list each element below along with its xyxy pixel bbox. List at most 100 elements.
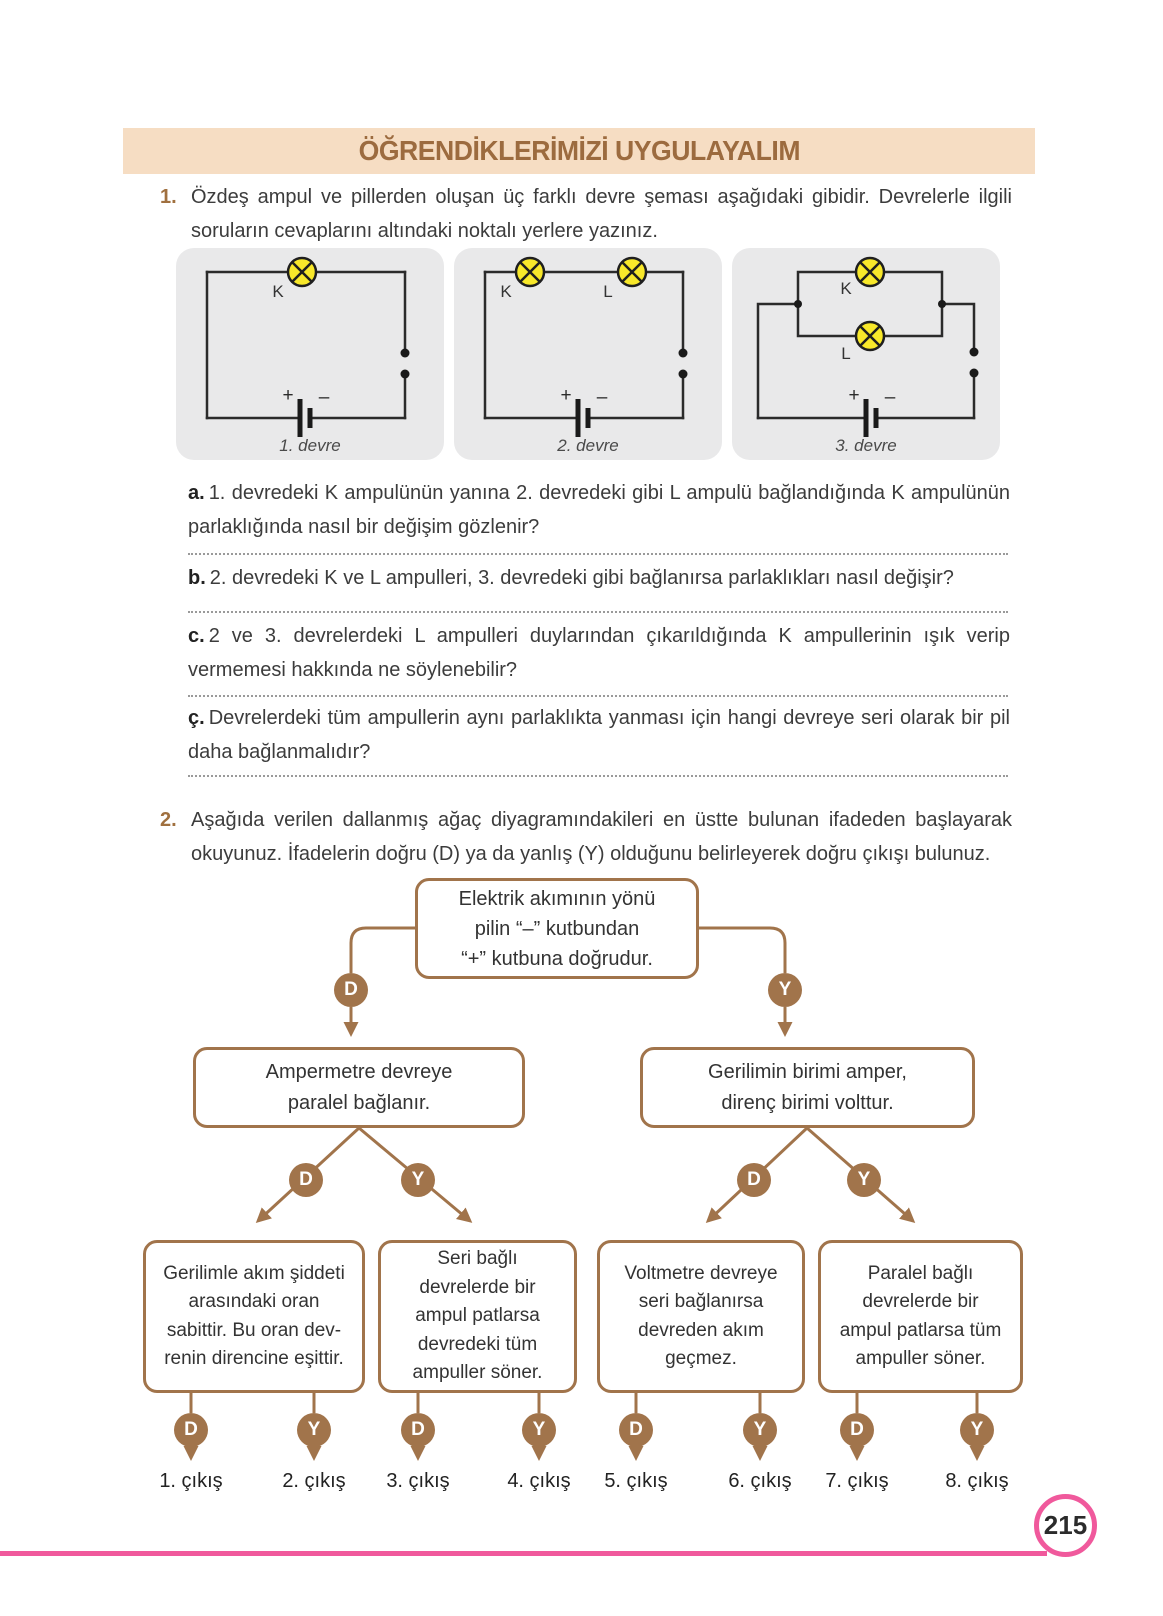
tree-leaf-line: ampul patlarsa tüm	[839, 1319, 1002, 1341]
tree-leaf-1: Gerilimle akım şiddeti arasındaki oran s…	[143, 1240, 365, 1393]
page-number: 215	[1043, 1510, 1088, 1540]
lamp-K-icon	[514, 256, 546, 288]
decision-node-y: Y	[522, 1413, 556, 1447]
circuit-3-diagram: + – K L	[756, 256, 979, 437]
tree-root-line: pilin “–” kutbundan	[474, 917, 640, 940]
exit-label-8: 8. çıkış	[945, 1470, 1009, 1492]
answer-line-c	[188, 695, 1008, 697]
tree-leaf-4: Paralel bağlı devrelerde bir ampul patla…	[818, 1240, 1023, 1393]
circuit-panel-3: + – K L 3. devre	[732, 248, 1000, 460]
switch-icon	[969, 347, 979, 378]
subquestion-c: c.2 ve 3. devrelerdeki L ampulleri duyla…	[188, 619, 1010, 687]
exit-label-3: 3. çıkış	[386, 1470, 450, 1492]
tree-leaf-line: Seri bağlı	[437, 1248, 518, 1270]
switch-icon	[400, 348, 410, 379]
tree-root-node: Elektrik akımının yönü pilin “–” kutbund…	[415, 878, 699, 979]
decision-node-d: D	[401, 1413, 435, 1447]
battery-minus-label: –	[885, 387, 896, 408]
circuit-1-diagram: + – K	[205, 256, 410, 437]
lamp-K-label: K	[840, 279, 852, 298]
tree-node-line: direnç birimi volttur.	[721, 1091, 894, 1114]
exit-label-1: 1. çıkış	[159, 1470, 223, 1492]
tree-node-gerilim: Gerilimin birimi amper, direnç birimi vo…	[640, 1047, 975, 1128]
decision-node-y: Y	[960, 1413, 994, 1447]
tree-leaf-line: devreden akım	[638, 1319, 764, 1341]
tree-node-line: paralel bağlanır.	[287, 1091, 431, 1114]
battery-icon: + –	[848, 385, 896, 437]
exit-label-6: 6. çıkış	[728, 1470, 792, 1492]
subquestion-cc: ç.Devrelerdeki tüm ampullerin aynı parla…	[188, 701, 1010, 769]
junction-dot	[938, 300, 946, 308]
circuit-2-diagram: + – K L	[483, 256, 688, 437]
tree-leaf-line: sabittir. Bu oran dev-	[166, 1319, 342, 1341]
decision-node-y: Y	[401, 1163, 435, 1197]
circuit-1-caption: 1. devre	[279, 436, 341, 455]
tree-root-line: Elektrik akımının yönü	[458, 887, 656, 910]
lamp-L-label: L	[603, 282, 612, 301]
decision-node-y: Y	[743, 1413, 777, 1447]
decision-node-d: D	[174, 1413, 208, 1447]
lamp-K-icon	[854, 256, 886, 288]
decision-node-d: D	[737, 1163, 771, 1197]
tree-leaf-line: arasındaki oran	[188, 1291, 320, 1312]
answer-line-cc	[188, 775, 1008, 777]
switch-icon	[678, 348, 688, 379]
decision-node-d: D	[619, 1413, 653, 1447]
battery-icon: + –	[282, 385, 330, 437]
tree-node-ampermetre: Ampermetre devreye paralel bağlanır.	[193, 1047, 525, 1128]
question-1-text: Özdeş ampul ve pillerden oluşan üç farkl…	[191, 186, 1012, 242]
question-2: 2. Aşağıda verilen dallanmış ağaç diyagr…	[160, 803, 1012, 871]
question-2-number: 2.	[160, 809, 177, 831]
battery-plus-label: +	[848, 385, 859, 406]
decision-node-y: Y	[847, 1163, 881, 1197]
subquestion-a: a.1. devredeki K ampulünün yanına 2. dev…	[188, 476, 1010, 544]
tree-leaf-line: renin direncine eşittir.	[164, 1348, 344, 1369]
footer-decoration-line	[0, 1551, 1047, 1556]
subquestion-a-text: 1. devredeki K ampulünün yanına 2. devre…	[188, 482, 1010, 538]
question-1: 1. Özdeş ampul ve pillerden oluşan üç fa…	[160, 180, 1012, 248]
circuit-3-caption: 3. devre	[835, 436, 897, 455]
exit-label-5: 5. çıkış	[604, 1470, 668, 1492]
decision-node-d: D	[289, 1163, 323, 1197]
tree-node-line: Gerilimin birimi amper,	[708, 1060, 907, 1083]
exit-label-4: 4. çıkış	[507, 1470, 571, 1492]
subquestion-c-letter: c.	[188, 625, 205, 647]
battery-plus-label: +	[282, 385, 293, 406]
tree-leaf-line: ampuller söner.	[412, 1362, 543, 1384]
subquestion-cc-text: Devrelerdeki tüm ampullerin aynı parlakl…	[188, 707, 1010, 763]
tree-node-line: Ampermetre devreye	[265, 1060, 453, 1083]
tree-leaf-3: Voltmetre devreye seri bağlanırsa devred…	[597, 1240, 805, 1393]
tree-leaf-line: seri bağlanırsa	[638, 1291, 764, 1312]
tree-leaf-line: ampul patlarsa	[415, 1305, 540, 1327]
question-2-text: Aşağıda verilen dallanmış ağaç diyagramı…	[191, 809, 1012, 865]
circuit-1-wires	[205, 270, 407, 420]
battery-icon: + –	[560, 385, 608, 437]
lamp-K-label: K	[272, 282, 284, 301]
tree-root-line: “+” kutbuna doğrudur.	[461, 947, 653, 970]
tree-leaf-2: Seri bağlı devrelerde bir ampul patlarsa…	[378, 1240, 577, 1393]
tree-leaf-line: geçmez.	[665, 1348, 737, 1369]
subquestion-cc-letter: ç.	[188, 707, 205, 729]
page-number-badge: 215	[1034, 1494, 1097, 1557]
question-1-number: 1.	[160, 186, 177, 208]
circuit-panel-2: + – K L 2. devre	[454, 248, 722, 460]
battery-minus-label: –	[597, 387, 608, 408]
junction-dot	[794, 300, 802, 308]
page-title: ÖĞRENDİKLERİMİZİ UYGULAYALIM	[358, 135, 800, 166]
lamp-K-icon	[286, 256, 318, 288]
subquestion-b-letter: b.	[188, 567, 206, 589]
answer-line-b	[188, 611, 1008, 613]
tree-leaf-line: Voltmetre devreye	[624, 1262, 778, 1284]
tree-leaf-line: devredeki tüm	[417, 1333, 538, 1355]
circuit-2-wires	[483, 270, 685, 420]
exit-label-7: 7. çıkış	[825, 1470, 889, 1492]
battery-minus-label: –	[319, 387, 330, 408]
tree-leaf-line: devrelerde bir	[862, 1291, 979, 1312]
section-header: ÖĞRENDİKLERİMİZİ UYGULAYALIM	[123, 128, 1035, 174]
answer-line-a	[188, 553, 1008, 555]
circuit-2-caption: 2. devre	[557, 436, 619, 455]
subquestion-b-text: 2. devredeki K ve L ampulleri, 3. devred…	[209, 567, 954, 589]
tree-leaf-line: ampuller söner.	[855, 1348, 986, 1369]
lamp-K-label: K	[500, 282, 512, 301]
